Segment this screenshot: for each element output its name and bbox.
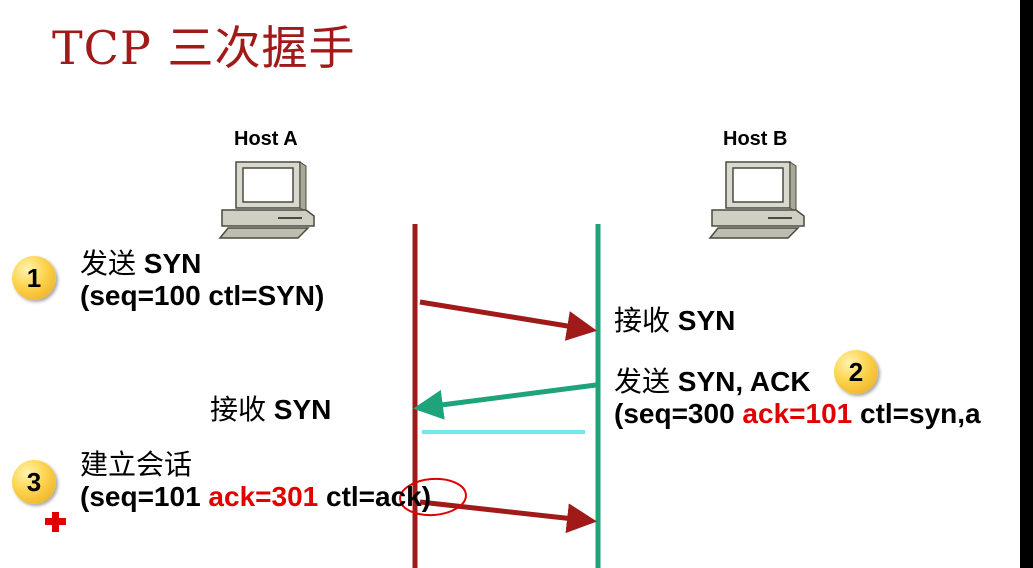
step-2-params-suffix: ctl=syn,a	[852, 398, 981, 429]
step-2-receive: 接收 SYN	[614, 305, 735, 337]
host-a-label: Host A	[234, 128, 298, 150]
step-3-params-prefix: (seq=101	[80, 481, 209, 512]
red-cross-icon	[45, 512, 66, 532]
host-b-label: Host B	[723, 128, 788, 150]
step-2-badge: 2	[834, 350, 878, 394]
step-2-receive-cn: 接收	[614, 304, 671, 337]
step-3-receive-cn: 接收	[210, 393, 267, 426]
hand-drawn-circle	[399, 477, 467, 517]
step-2-receive-en: SYN	[677, 305, 736, 336]
computer-icon	[708, 161, 805, 239]
step-3-params-suffix: ctl=ack)	[318, 481, 432, 512]
step-2-params-prefix: (seq=300	[614, 398, 743, 429]
ack-arrow	[419, 499, 597, 534]
right-edge-bar	[1020, 0, 1033, 568]
step-3-receive: 接收 SYN	[210, 394, 331, 426]
step-2-params: (seq=300 ack=101 ctl=syn,a	[614, 398, 981, 430]
syn-arrow	[419, 299, 597, 341]
step-1-action-cn: 发送	[80, 247, 137, 280]
step-3-params: (seq=101 ack=301 ctl=ack)	[80, 481, 431, 513]
step-3-params-ack: ack=301	[208, 481, 319, 512]
step-3-badge: 3	[12, 460, 56, 504]
step-1-badge: 1	[12, 256, 56, 300]
step-3-action: 建立会话	[80, 448, 193, 481]
step-1-action: 发送 SYN	[80, 248, 201, 280]
step-1-params: (seq=100 ctl=SYN)	[80, 280, 325, 311]
computer-icon	[218, 161, 315, 239]
step-2-params-ack: ack=101	[742, 398, 853, 429]
step-2-action-cn: 发送	[614, 365, 671, 398]
step-3-receive-en: SYN	[273, 394, 332, 425]
step-1-action-en: SYN	[143, 248, 202, 279]
syn-ack-arrow	[413, 382, 597, 420]
step-2-action: 发送 SYN, ACK	[614, 366, 811, 398]
step-2-action-en: SYN, ACK	[677, 366, 811, 397]
page-title: TCP 三次握手	[52, 21, 356, 75]
